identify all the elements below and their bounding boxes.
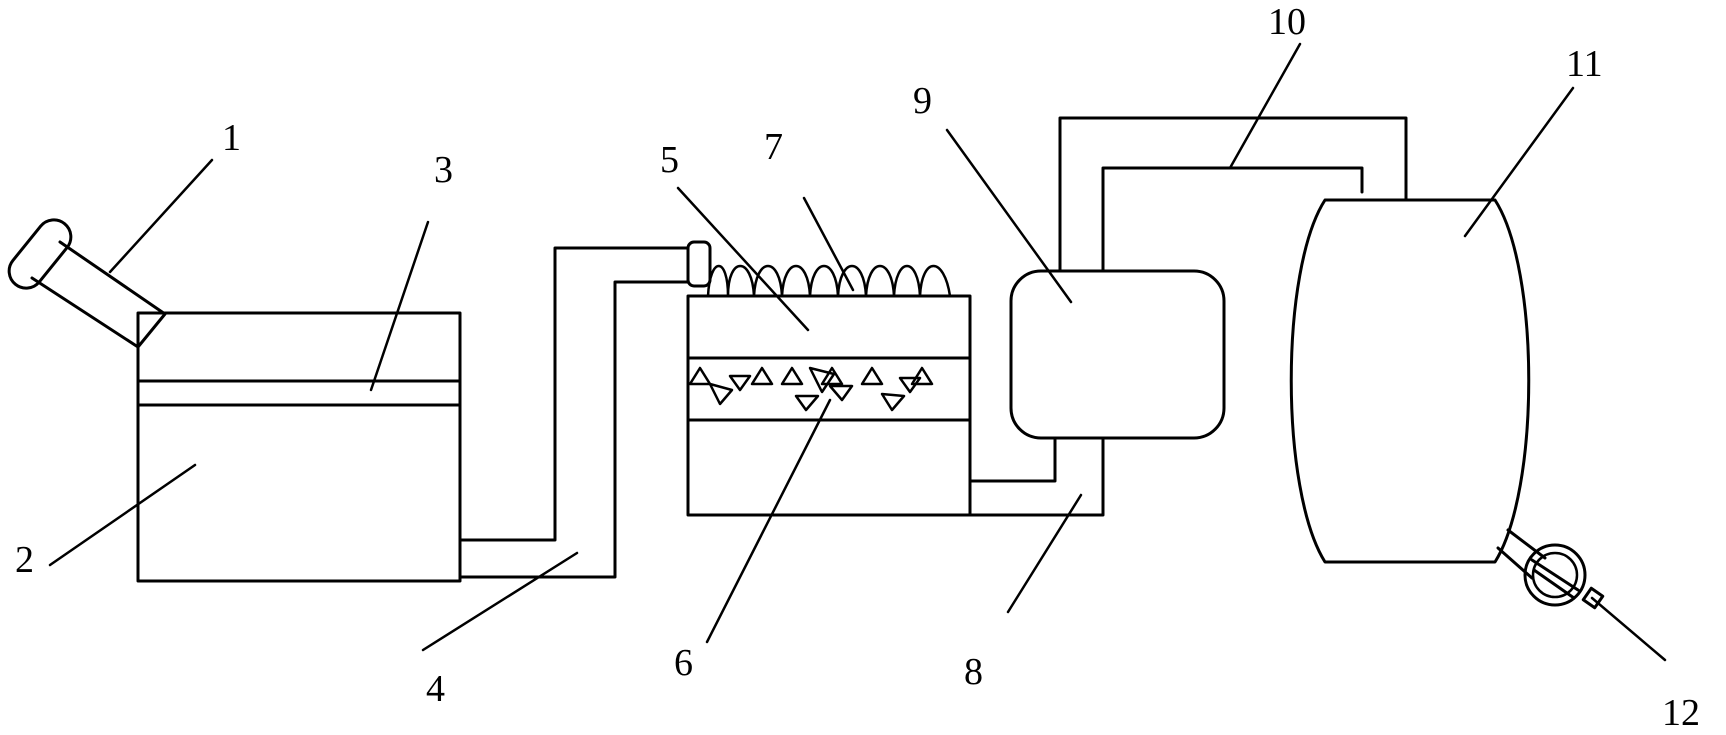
leader-10 xyxy=(1228,42,1302,170)
label-7: 7 xyxy=(764,126,783,168)
leader-5 xyxy=(676,186,810,332)
label-2: 2 xyxy=(15,539,34,581)
label-1: 1 xyxy=(222,117,241,159)
label-3: 3 xyxy=(434,149,453,191)
pipe-8 xyxy=(968,438,1105,517)
label-8: 8 xyxy=(964,651,983,693)
leader-9 xyxy=(945,128,1073,304)
inlet-1 xyxy=(7,218,167,349)
label-9: 9 xyxy=(913,80,932,122)
tank-2 xyxy=(136,311,462,583)
valve-12 xyxy=(1496,528,1605,610)
granules-6 xyxy=(688,366,934,412)
pipe-10 xyxy=(1058,116,1408,273)
leader-11 xyxy=(1463,86,1575,238)
label-4: 4 xyxy=(426,668,445,710)
box-9 xyxy=(1009,269,1226,440)
leader-lines xyxy=(48,42,1667,662)
part-labels: 1 2 3 4 5 6 7 8 9 10 11 12 xyxy=(15,1,1700,734)
leader-4 xyxy=(421,551,579,652)
tank-11 xyxy=(1289,198,1531,564)
coil-7 xyxy=(706,264,952,298)
leader-2 xyxy=(48,463,197,567)
label-5: 5 xyxy=(660,139,679,181)
leader-1 xyxy=(108,158,214,274)
label-10: 10 xyxy=(1268,1,1306,43)
label-11: 11 xyxy=(1566,43,1603,85)
leader-3 xyxy=(369,220,430,392)
treatment-box xyxy=(686,264,972,517)
pipe-4 xyxy=(458,240,712,579)
label-6: 6 xyxy=(674,642,693,684)
leader-6 xyxy=(705,398,832,644)
pipe-4-coupling xyxy=(686,240,712,288)
leader-7 xyxy=(802,196,855,292)
leader-12 xyxy=(1590,596,1667,662)
label-12: 12 xyxy=(1662,692,1700,734)
leader-8 xyxy=(1006,493,1083,614)
plate-3 xyxy=(136,379,462,407)
